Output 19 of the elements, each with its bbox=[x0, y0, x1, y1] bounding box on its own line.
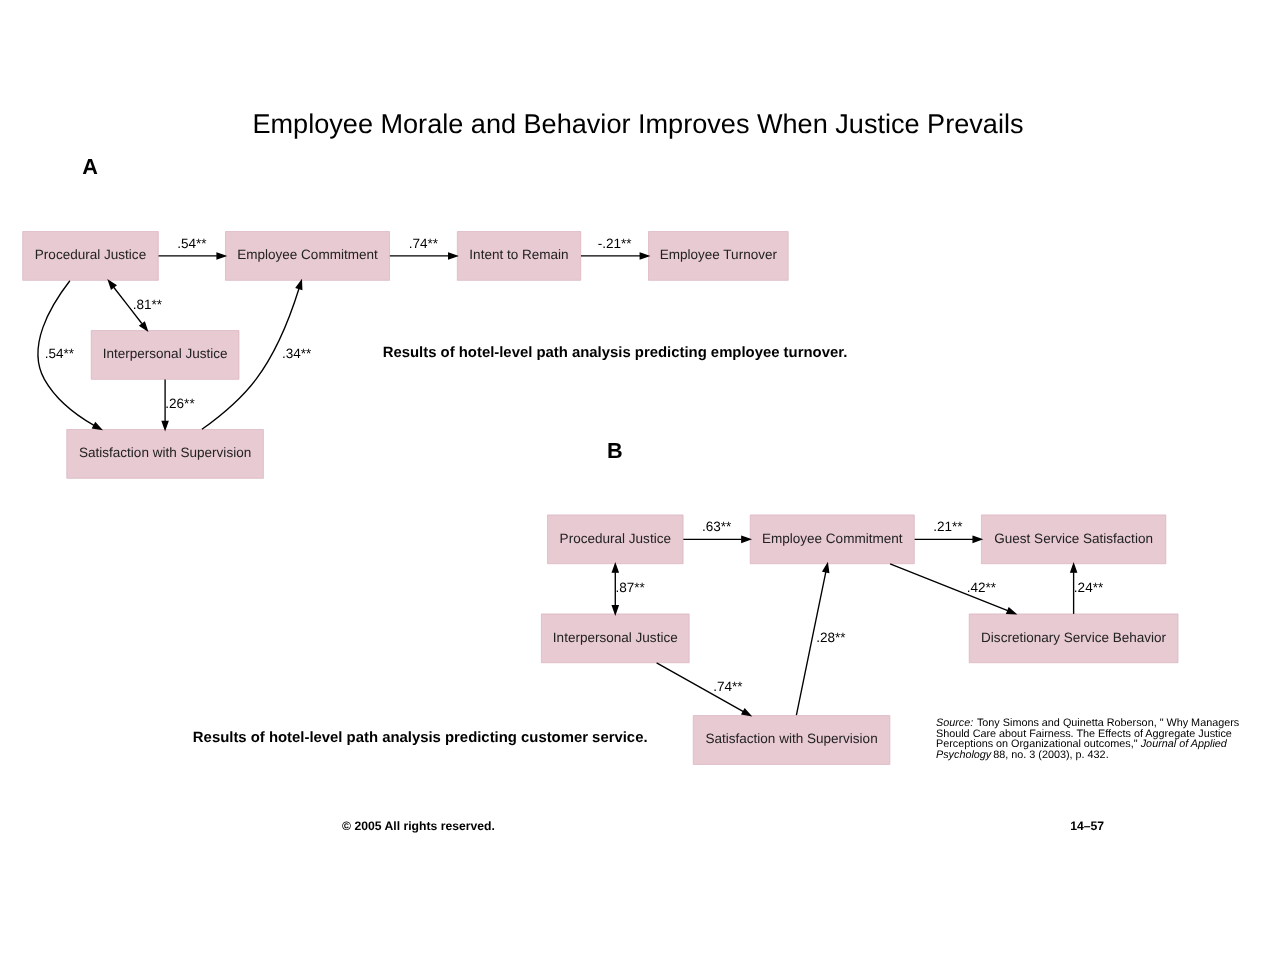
label: A bbox=[82, 156, 99, 181]
arrow bbox=[611, 561, 620, 616]
label: Results of hotel-level path analysis predicting customer service. bbox=[192, 728, 648, 747]
arrow bbox=[913, 535, 984, 544]
label: B bbox=[607, 439, 623, 464]
arrow bbox=[795, 561, 830, 716]
diagram-title: Employee Morale and Behavior Improves When Justice Prevails bbox=[252, 108, 1024, 139]
label: Results of hotel-level path analysis predicting employee turnover. bbox=[382, 343, 848, 362]
arrow bbox=[889, 563, 1018, 615]
arrow bbox=[161, 378, 169, 432]
arrow bbox=[107, 278, 149, 333]
arrow bbox=[655, 662, 753, 717]
arrow bbox=[157, 252, 228, 260]
arrow bbox=[37, 280, 103, 431]
arrow bbox=[682, 535, 752, 544]
arrow bbox=[201, 278, 303, 430]
arrow bbox=[580, 252, 651, 260]
arrow bbox=[1069, 561, 1078, 615]
arrow bbox=[389, 252, 459, 260]
